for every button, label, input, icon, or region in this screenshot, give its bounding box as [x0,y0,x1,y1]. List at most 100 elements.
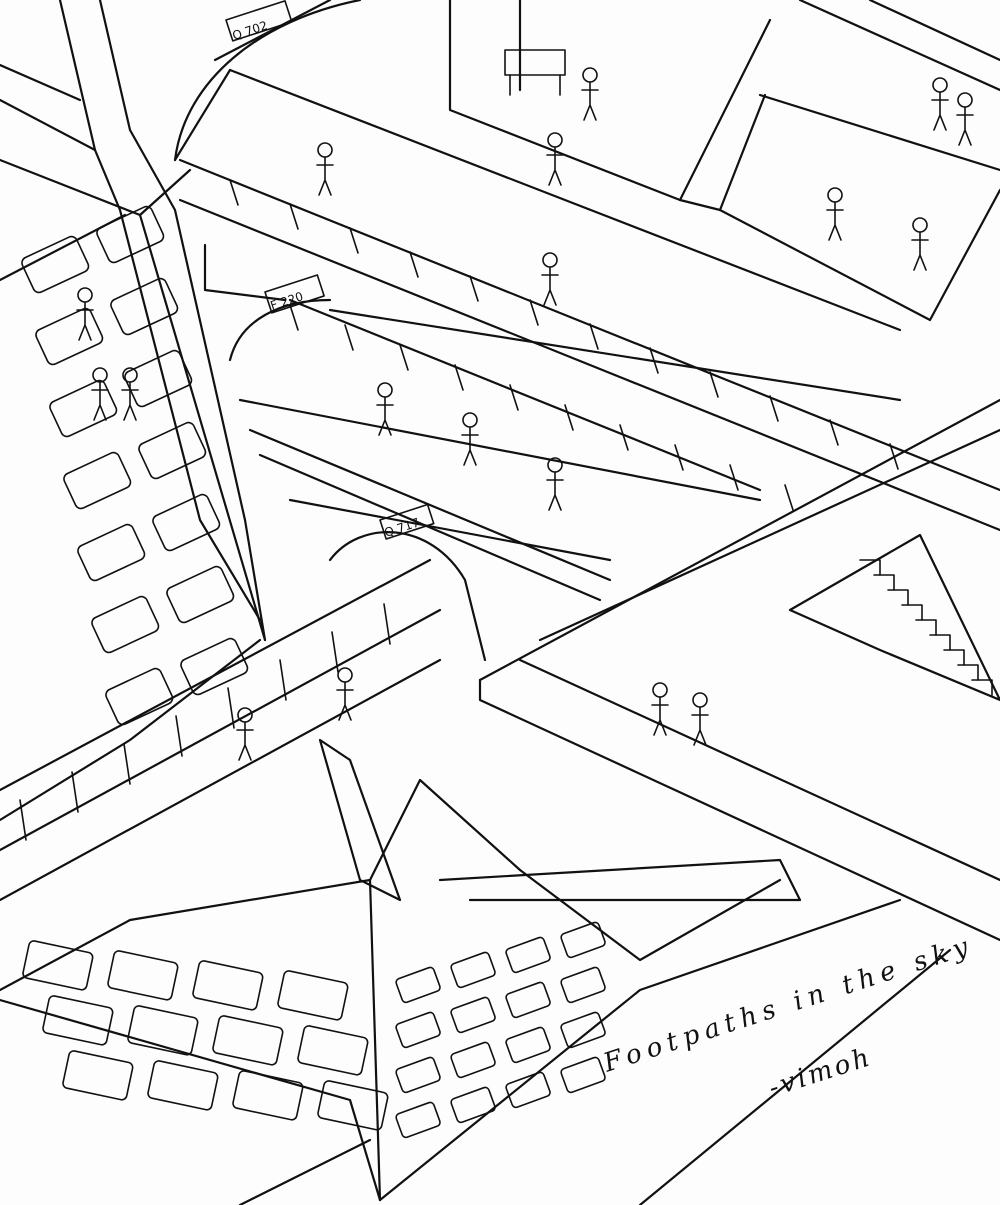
person-body [931,91,949,131]
brick-line [729,464,739,491]
stair-step [957,664,979,681]
brick-line [289,203,299,230]
brick-line [71,771,79,813]
window [42,995,114,1046]
person-body [691,706,709,746]
person-head [692,692,708,708]
person-body [461,426,479,466]
brick-line [123,743,131,785]
window [450,1086,496,1124]
window [62,1050,134,1101]
brick-line [509,384,519,411]
lower-walkway: Q 717 [0,498,612,902]
window [505,1071,551,1109]
window [395,1011,441,1049]
window [91,595,160,654]
window [450,996,496,1034]
brick-line [331,631,339,673]
person-body [91,381,109,421]
window [124,349,193,408]
person-body [121,381,139,421]
person-head [652,682,668,698]
brick-line [175,715,183,757]
window [505,1026,551,1064]
person-head [337,667,353,683]
window [212,1015,284,1066]
person-head [462,412,478,428]
sign-middle-label: F 220 [269,289,305,313]
brick-line [564,404,574,431]
window [49,379,118,438]
person-head [77,287,93,303]
stair-step [887,589,909,606]
stair-step [915,619,937,636]
window [35,307,104,366]
window [505,936,551,974]
stair-step [901,604,923,621]
stair-step [971,679,993,696]
person-body [911,231,929,271]
brick-line [769,395,779,422]
person-head [912,217,928,233]
person-body [546,471,564,511]
sign-lower [379,503,435,540]
brick-line [227,687,235,729]
window [297,1025,369,1076]
window [560,1011,606,1049]
right-platform [478,398,1000,942]
brick-line [399,344,409,371]
brick-line [279,659,287,701]
brick-line [229,179,239,206]
window [395,1101,441,1139]
person-head [317,142,333,158]
brick-line [619,424,629,451]
brick-line [529,299,539,326]
left-building [0,158,267,822]
sign-top [225,0,293,42]
brick-line [344,324,354,351]
window [560,921,606,959]
person-body [651,696,669,736]
window [450,1041,496,1079]
sign-top-label: Q 702 [231,18,270,42]
window [180,637,249,696]
person-body [826,201,844,241]
person-head [582,67,598,83]
brick-line [383,603,391,645]
person-body [316,156,334,196]
person-head [547,132,563,148]
brick-line [469,275,479,302]
window [192,960,264,1011]
brick-line [454,364,464,391]
window [152,493,221,552]
person-head [542,252,558,268]
brick-line [709,371,719,398]
window [21,235,90,294]
person-body [76,301,94,341]
brick-line [674,444,684,471]
person-body [541,266,559,306]
stair-step [943,649,965,666]
brick-line [289,304,299,331]
window [232,1070,304,1121]
stair-step [859,559,881,576]
person-body [376,396,394,436]
person-body [581,81,599,121]
brick-line [409,251,419,278]
person-head [957,92,973,108]
window [110,277,179,336]
bottom-street-view [0,738,952,1205]
person-head [827,187,843,203]
window [77,523,146,582]
stair-step [929,634,951,651]
sign-middle [264,274,325,314]
people [76,67,974,761]
left-tower [0,0,267,642]
person-head [377,382,393,398]
person-head [237,707,253,723]
window [63,451,132,510]
brick-line [19,799,27,841]
brick-line [784,484,794,511]
